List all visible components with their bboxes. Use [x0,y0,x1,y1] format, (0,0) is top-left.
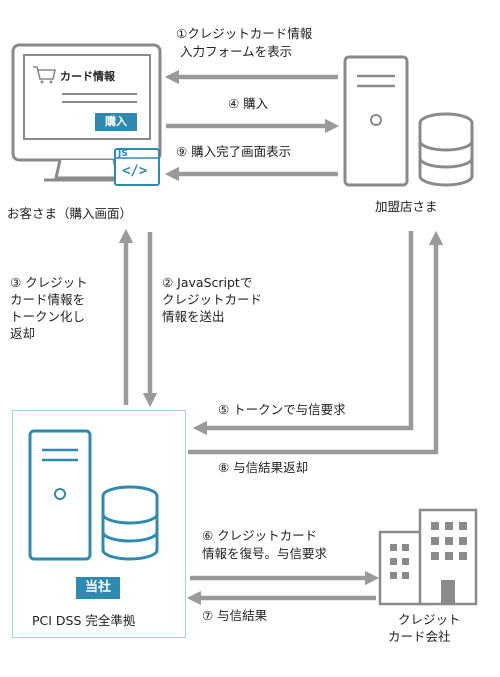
step-9-label: ⑨ 購入完了画面表示 [176,144,292,159]
code-icon: </> [122,163,148,179]
step-1-label: ①クレジットカード情報 [176,26,313,41]
card-company-label-2: カード会社 [388,629,451,644]
javascript-icon [114,148,160,186]
arrow-step-5 [192,231,414,436]
company-database-icon [101,485,159,561]
step-3-label-4: 返却 [10,326,36,341]
company-server-icon [28,429,92,561]
js-badge: JS [118,149,128,159]
step-2-label-3: 情報を送出 [162,309,225,324]
customer-label: お客さま（購入画面） [7,206,133,221]
step-8-label: ⑧ 与信結果返却 [218,460,309,475]
step-2-label: ② JavaScriptで [162,275,253,290]
step-7-label: ⑦ 与信結果 [202,608,268,623]
step-6-label-2: 情報を復号。与信要求 [202,546,328,561]
merchant-label: 加盟店さま [375,199,438,214]
company-badge: 当社 [76,577,120,599]
step-4-label: ④ 購入 [228,96,269,111]
step-3-label-3: トークン化し [10,309,86,324]
step-5-label: ⑤ トークンで与信要求 [218,402,346,417]
cart-icon [33,66,56,84]
step-3-label: ③ クレジット [10,275,88,290]
card-info-title: カード情報 [60,70,115,83]
step-2-label-2: クレジットカード [162,292,263,307]
step-3-label-2: カード情報を [10,292,86,307]
step-1-label-2: 入力フォームを表示 [180,44,293,59]
pci-label: PCI DSS 完全準拠 [32,613,136,628]
merchant-server-icon [343,55,409,187]
arrow-step-8 [188,230,444,455]
merchant-database-icon [418,112,474,187]
step-6-label: ⑥ クレジットカード [202,528,318,543]
buy-button[interactable]: 購入 [95,113,137,131]
card-company-building-icon [378,508,478,606]
card-company-label: クレジット [398,612,461,627]
